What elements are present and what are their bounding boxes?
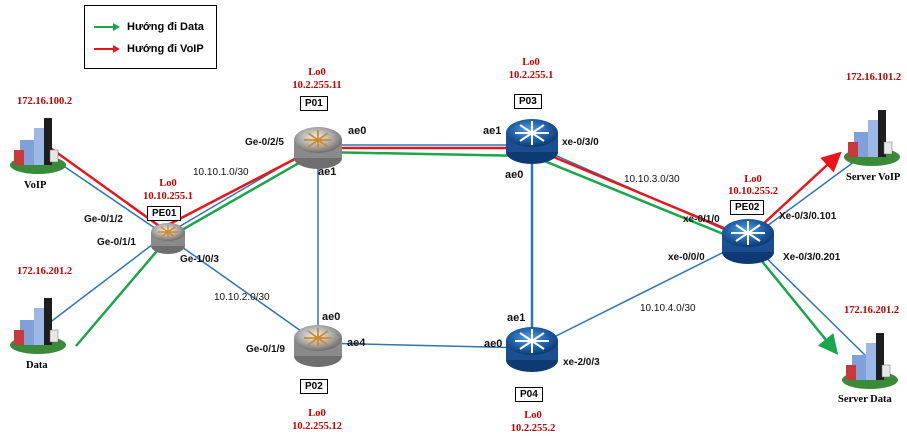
p03-lo-label: Lo0 (508, 57, 554, 69)
legend: Hướng đi Data Hướng đi VoIP (84, 5, 217, 69)
p04-lo-ip: 10.2.255.2 (490, 423, 576, 435)
legend-voip-arrow-icon (93, 44, 121, 54)
subnet-pe01-p02: 10.10.2.0/30 (214, 292, 270, 303)
pe01-if-ge012: Ge-0/1/2 (84, 214, 123, 225)
router-p03-icon (506, 119, 558, 164)
subnet-pe01-p01: 10.10.1.0/30 (193, 167, 249, 178)
router-p01-icon (294, 127, 342, 169)
pe01-lo-ip: 10.10.255.1 (126, 191, 210, 203)
p01-name-box: P01 (300, 96, 328, 111)
legend-voip-row: Hướng đi VoIP (93, 42, 204, 56)
p02-lo-label: Lo0 (294, 408, 340, 420)
router-p02-icon (294, 325, 342, 367)
p02-if-ae4: ae4 (347, 338, 365, 349)
legend-data-row: Hướng đi Data (93, 20, 204, 34)
link-p04-pe02 (532, 240, 748, 348)
pe02-lo-ip: 10.10.255.2 (710, 186, 796, 198)
voip-host-name: VoIP (24, 180, 46, 192)
legend-data-arrow-icon (93, 22, 121, 32)
subnet-p04-pe02: 10.10.4.0/30 (640, 303, 696, 314)
p01-lo-ip: 10.2.255.11 (272, 80, 362, 92)
pe02-if-xe03-101: Xe-0/3/0.101 (779, 211, 836, 222)
p03-if-xe030: xe-0/3/0 (562, 137, 599, 148)
p04-if-ae1: ae1 (507, 313, 525, 324)
p01-if-ae0: ae0 (348, 126, 366, 137)
pe02-if-xe010: xe-0/1/0 (683, 214, 720, 225)
pe02-if-xe03-201: Xe-0/3/0.201 (783, 252, 840, 263)
router-pe02-icon (722, 219, 774, 264)
host-server-voip-icon (844, 110, 900, 166)
p02-if-ge019: Ge-0/1/9 (246, 344, 285, 355)
p01-if-ae1: ae1 (318, 167, 336, 178)
p04-name-box: P04 (515, 387, 543, 402)
legend-data-label: Hướng đi Data (127, 21, 204, 33)
server-data-name: Server Data (838, 394, 892, 406)
subnet-p03-pe02: 10.10.3.0/30 (624, 174, 680, 185)
voip-host-ip: 172.16.100.2 (17, 96, 72, 108)
p03-name-box: P03 (514, 94, 542, 109)
data-host-ip: 172.16.201.2 (17, 266, 72, 278)
p01-if-ge025: Ge-0/2/5 (245, 137, 284, 148)
pe01-lo-label: Lo0 (150, 178, 186, 190)
pe02-lo-label: Lo0 (730, 174, 776, 186)
data-path (76, 152, 835, 351)
p01-lo-label: Lo0 (294, 67, 340, 79)
pe01-name-box: PE01 (147, 206, 181, 221)
p03-if-ae1: ae1 (483, 126, 501, 137)
pe02-if-xe000: xe-0/0/0 (668, 252, 705, 263)
p02-if-ae0: ae0 (322, 312, 340, 323)
p04-if-xe203: xe-2/0/3 (563, 357, 600, 368)
p04-lo-label: Lo0 (510, 410, 556, 422)
legend-voip-label: Hướng đi VoIP (127, 43, 204, 55)
pe02-name-box: PE02 (730, 200, 764, 215)
data-host-name: Data (26, 360, 48, 372)
p02-lo-ip: 10.2.255.12 (272, 421, 362, 433)
p02-name-box: P02 (300, 379, 328, 394)
router-pe01-icon (151, 223, 185, 254)
host-voip-icon (10, 118, 66, 174)
p04-if-ae0: ae0 (484, 339, 502, 350)
p03-lo-ip: 10.2.255.1 (488, 70, 574, 82)
pe01-if-ge011: Ge-0/1/1 (97, 237, 136, 248)
link-pe01-p02 (165, 235, 318, 343)
server-data-ip: 172.16.201.2 (844, 305, 899, 317)
pe01-if-ge103: Ge-1/0/3 (180, 254, 219, 265)
host-data-icon (10, 298, 66, 354)
router-p04-icon (506, 327, 558, 372)
server-voip-ip: 172.16.101.2 (846, 72, 901, 84)
server-voip-name: Server VoIP (846, 172, 900, 184)
p03-if-ae0: ae0 (505, 170, 523, 181)
